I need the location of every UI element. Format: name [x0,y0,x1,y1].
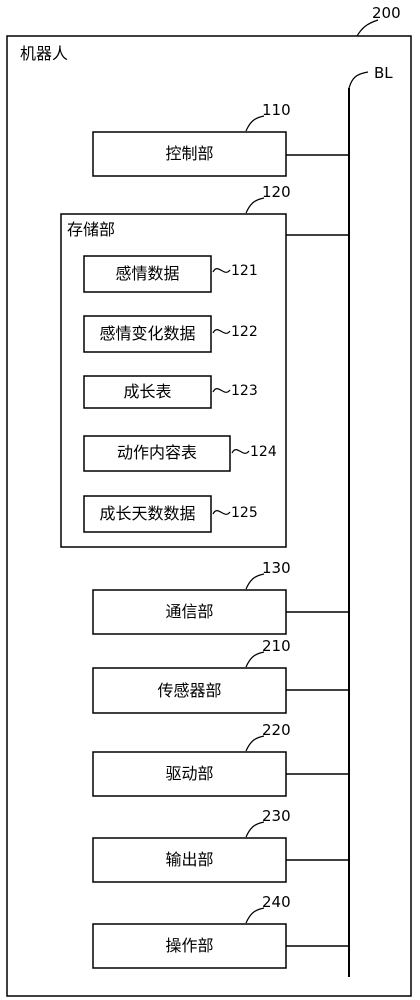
storage-item-ref-123: 123 [231,383,258,399]
sensor-ref-number: 210 [262,637,291,655]
operation-ref-leader [245,907,265,924]
bus-label: BL [374,64,393,82]
comm-ref-number: 130 [262,559,291,577]
storage-item-leader-121 [212,268,231,273]
control-ref-leader [245,115,265,132]
robot-ref-number: 200 [372,4,401,22]
output-ref-number: 230 [262,807,291,825]
storage-ref-number: 120 [262,183,291,201]
control-ref-number: 110 [262,101,291,119]
storage-item-box-121 [83,255,212,293]
storage-item-box-123 [83,375,212,409]
robot-frame [6,35,412,997]
storage-item-box-124 [83,435,231,472]
comm-label: 通信部 [165,602,214,621]
storage-box [60,213,287,548]
storage-item-label-122: 感情变化数据 [99,324,196,343]
storage-item-box-122 [83,315,212,353]
storage-item-label-123: 成长表 [123,382,172,401]
storage-item-label-121: 感情数据 [115,264,180,283]
control-box [92,131,287,177]
operation-ref-number: 240 [262,893,291,911]
storage-item-ref-124: 124 [250,444,277,460]
comm-ref-leader [245,573,265,590]
output-label: 输出部 [165,850,214,869]
operation-label: 操作部 [165,936,214,955]
storage-item-ref-121: 121 [231,263,258,279]
storage-item-leader-123 [212,388,231,393]
storage-item-leader-124 [231,449,250,454]
robot-title: 机器人 [20,44,69,63]
storage-label: 存储部 [67,220,116,239]
storage-item-label-125: 成长天数数据 [99,504,196,523]
drive-label: 驱动部 [165,764,214,783]
sensor-label: 传感器部 [157,681,222,700]
storage-item-label-124: 动作内容表 [116,443,197,462]
storage-item-box-125 [83,495,212,533]
sensor-ref-leader [245,651,265,668]
output-ref-leader [245,821,265,838]
storage-item-leader-125 [212,510,231,515]
bus-leader [348,71,369,89]
drive-ref-number: 220 [262,721,291,739]
storage-ref-leader [245,197,265,214]
storage-item-leader-122 [212,329,231,334]
storage-item-ref-122: 122 [231,324,258,340]
robot-ref-leader [356,19,379,37]
storage-item-ref-125: 125 [231,505,258,521]
control-label: 控制部 [165,144,214,163]
drive-ref-leader [245,735,265,752]
